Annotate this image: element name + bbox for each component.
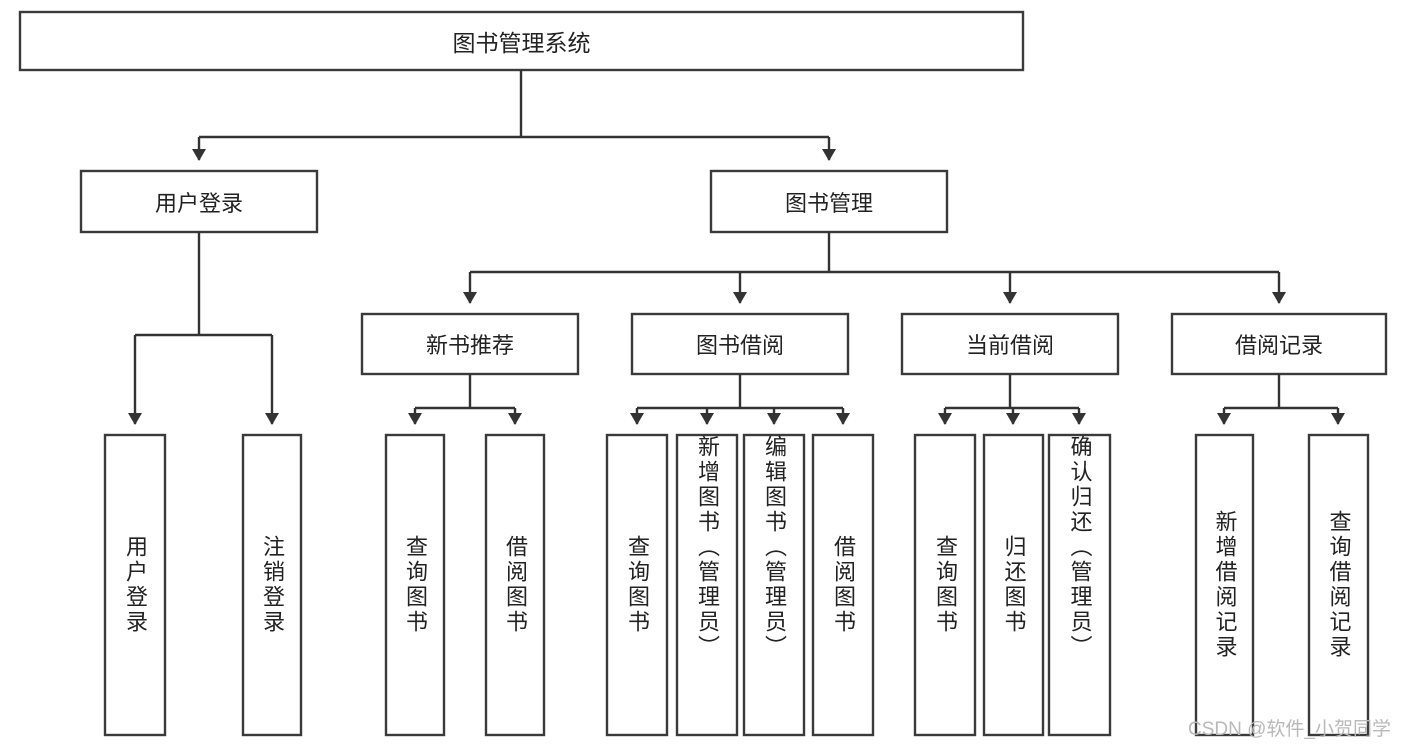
connector-new-book-recommend-to-leaves bbox=[408, 374, 522, 425]
node-label-borrow-record: 借阅记录 bbox=[1234, 333, 1323, 358]
connector-book-management-to-level2 bbox=[463, 232, 1286, 304]
node-box-leaf-query-book-cur[interactable] bbox=[913, 433, 977, 737]
node-box-leaf-user-login[interactable] bbox=[103, 433, 167, 737]
node-box-leaf-borrow-book-rec[interactable] bbox=[484, 433, 546, 737]
node-label-current-borrow: 当前借阅 bbox=[965, 333, 1054, 358]
connector-current-borrow-to-leaves bbox=[938, 374, 1086, 425]
node-box-new-book-recommend[interactable] bbox=[360, 312, 580, 376]
csdn-watermark: CSDN @软件_小贺同学 bbox=[1188, 719, 1391, 740]
node-label-user-login: 用户登录 bbox=[154, 190, 243, 216]
node-label-root: 图书管理系统 bbox=[452, 30, 591, 56]
connector-book-borrow-to-leaves bbox=[630, 374, 850, 425]
node-box-leaf-logout[interactable] bbox=[241, 433, 303, 737]
node-box-leaf-query-record[interactable] bbox=[1307, 433, 1370, 737]
connector-user-login-to-leaves bbox=[128, 232, 279, 425]
node-label-new-book-recommend: 新书推荐 bbox=[425, 333, 514, 358]
node-box-user-login[interactable] bbox=[79, 169, 319, 234]
node-box-current-borrow[interactable] bbox=[900, 312, 1120, 376]
node-box-leaf-return-book[interactable] bbox=[982, 433, 1045, 737]
node-box-leaf-query-book-borrow[interactable] bbox=[605, 433, 669, 737]
node-box-leaf-add-record[interactable] bbox=[1194, 433, 1255, 737]
connector-borrow-record-to-leaves bbox=[1217, 374, 1345, 425]
node-box-leaf-borrow-book[interactable] bbox=[811, 433, 875, 737]
node-box-leaf-confirm-return[interactable] bbox=[1047, 433, 1112, 737]
node-box-root[interactable] bbox=[18, 10, 1025, 72]
node-box-leaf-query-book-rec[interactable] bbox=[384, 433, 446, 737]
node-label-book-borrow: 图书借阅 bbox=[695, 333, 784, 358]
node-box-leaf-add-book[interactable] bbox=[675, 433, 739, 737]
node-label-book-management: 图书管理 bbox=[784, 190, 873, 216]
connector-root-to-level1 bbox=[192, 70, 836, 161]
node-box-leaf-edit-book[interactable] bbox=[742, 433, 806, 737]
